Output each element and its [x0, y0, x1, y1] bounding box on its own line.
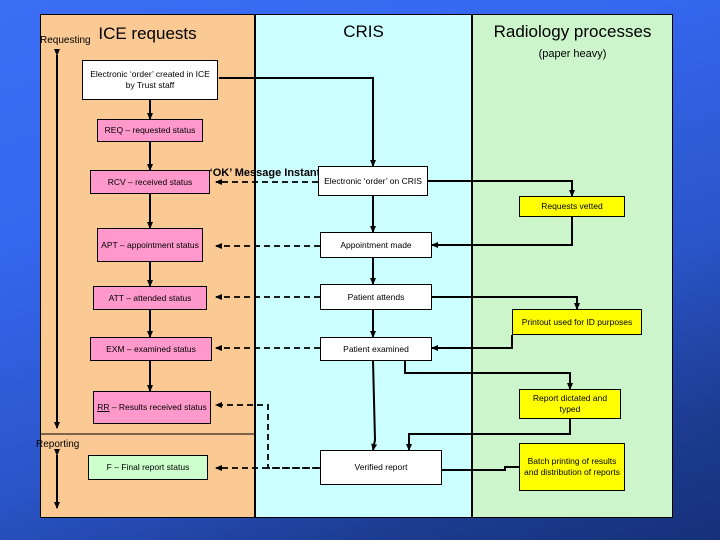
node-rr-status-rest: – Results received status [109, 402, 207, 413]
swimlane-title-cris: CRIS [343, 22, 384, 41]
node-rr-status-prefix: RR [97, 402, 110, 413]
node-requests-vetted[interactable]: Requests vetted [519, 196, 625, 217]
phase-label-requesting: Requesting [40, 35, 91, 46]
node-printout-id[interactable]: Printout used for ID purposes [512, 309, 642, 335]
node-appointment-made[interactable]: Appointment made [320, 232, 432, 258]
node-rcv-status[interactable]: RCV – received status [90, 170, 210, 194]
node-req-status[interactable]: REQ – requested status [97, 119, 203, 142]
node-ice-order-created[interactable]: Electronic ‘order’ created in ICE by Tru… [82, 60, 218, 100]
node-report-dictated[interactable]: Report dictated and typed [519, 389, 621, 419]
swimlane-title-ice: ICE requests [98, 24, 197, 43]
node-cris-order[interactable]: Electronic ‘order’ on CRIS [318, 166, 428, 196]
phase-label-reporting: Reporting [36, 439, 80, 450]
swimlane-cris [255, 14, 472, 518]
swimlane-title-radiology: Radiology processes [493, 22, 652, 41]
node-batch-printing[interactable]: Batch printing of results and distributi… [519, 443, 625, 491]
node-patient-attends[interactable]: Patient attends [320, 284, 432, 310]
label-ok-message: ‘OK’ Message Instant [209, 167, 321, 179]
node-rr-status[interactable]: RR – Results received status [93, 391, 211, 424]
node-verified-report[interactable]: Verified report [320, 450, 442, 485]
node-apt-status[interactable]: APT – appointment status [97, 228, 203, 262]
swimlane-subtitle-radiology: (paper heavy) [538, 48, 607, 60]
node-patient-examined[interactable]: Patient examined [320, 337, 432, 361]
node-exm-status[interactable]: EXM – examined status [90, 337, 212, 361]
node-att-status[interactable]: ATT – attended status [93, 286, 207, 310]
node-f-status[interactable]: F – Final report status [88, 455, 208, 480]
